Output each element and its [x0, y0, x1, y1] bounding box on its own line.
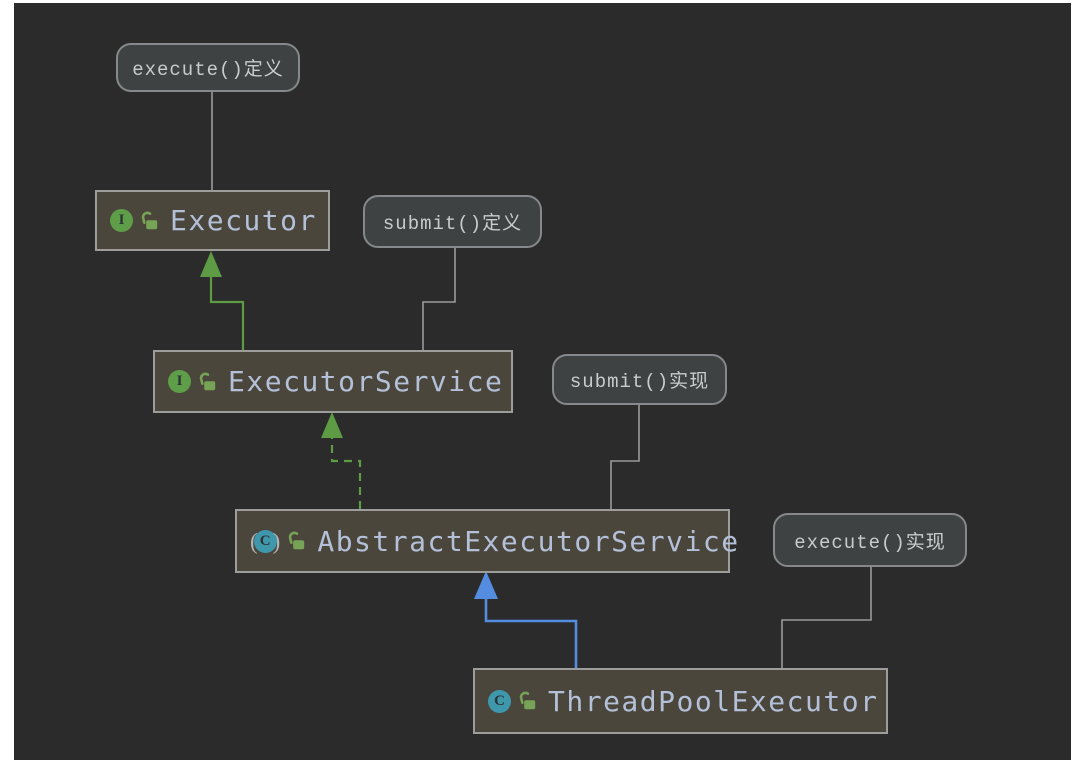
open-lock-icon [519, 691, 536, 710]
arrowhead-implements-executorservice [321, 412, 343, 438]
annotation-label: submit()实现 [569, 371, 710, 393]
class-icon: C [488, 689, 511, 713]
edge-threadpoolexecutor-extends-abstractexecutorservice[interactable] [484, 597, 578, 668]
annotation-label: execute()定义 [132, 59, 284, 81]
annotation-bubble-submit-implementation[interactable]: submit()实现 [552, 354, 727, 405]
annotation-line-execute-impl [781, 567, 872, 668]
interface-icon: I [110, 209, 133, 232]
node-icons: I [110, 209, 161, 232]
class-name: ThreadPoolExecutor [548, 684, 879, 718]
abstract-paren: ) [272, 528, 281, 554]
annotation-bubble-execute-implementation[interactable]: execute()实现 [773, 513, 967, 567]
interface-icon: I [168, 370, 191, 393]
node-icons: I [168, 370, 219, 393]
class-node-executor[interactable]: I Executor [95, 190, 330, 251]
annotation-bubble-execute-definition[interactable]: execute()定义 [116, 43, 300, 92]
abstract-class-icon: ( C ) [250, 528, 281, 554]
class-node-abstractexecutorservice[interactable]: ( C ) AbstractExecutorService [235, 509, 738, 573]
class-letter: C [253, 529, 277, 553]
open-lock-icon [141, 211, 158, 229]
arrowhead-extends-executor [200, 251, 222, 277]
edge-executorservice-extends-executor[interactable] [209, 275, 245, 350]
class-node-executorservice[interactable]: I ExecutorService [153, 350, 513, 413]
class-node-threadpoolexecutor[interactable]: C ThreadPoolExecutor [473, 668, 888, 734]
annotation-line-submit-impl [610, 405, 640, 509]
annotation-bubble-submit-definition[interactable]: submit()定义 [363, 195, 542, 248]
annotation-label: execute()实现 [794, 531, 946, 554]
class-name: Executor [170, 204, 317, 237]
annotation-line-submit-def [422, 248, 456, 350]
open-lock-icon [289, 531, 305, 550]
open-lock-icon [199, 372, 216, 390]
class-name: AbstractExecutorService [317, 524, 740, 558]
annotation-label: submit()定义 [382, 213, 523, 235]
arrowhead-extends-abstractexecutorservice [474, 571, 498, 599]
edge-abstractexecutorservice-implements-executorservice[interactable] [330, 436, 362, 509]
node-icons: ( C ) [250, 528, 308, 554]
class-name: ExecutorService [228, 365, 504, 398]
node-icons: C [488, 689, 539, 713]
